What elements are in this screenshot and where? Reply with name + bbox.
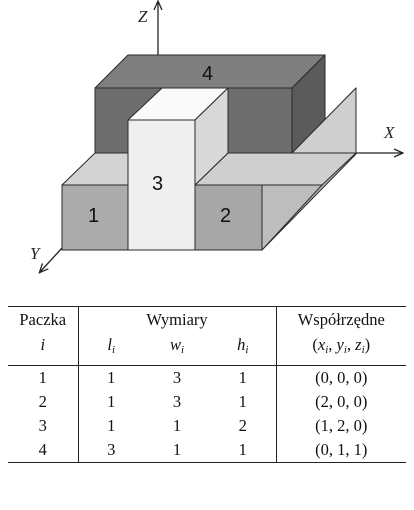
lower-top-right-back <box>291 87 357 154</box>
packing-diagram: Z X Y 4 3 1 2 <box>30 0 414 290</box>
box-1-label: 1 <box>88 205 99 227</box>
box-3-label: 3 <box>152 173 163 195</box>
table-row: 2 1 3 1 (2, 0, 0) <box>8 390 406 414</box>
header-dimensions: Wymiary <box>77 306 276 333</box>
table-row: 1 1 3 1 (0, 0, 0) <box>8 365 406 390</box>
box-2-right-face <box>261 184 323 251</box>
box-2-label: 2 <box>220 205 231 227</box>
packages-table: Paczka Wymiary Współrzędne i li wi hi (x… <box>8 306 406 463</box>
y-axis <box>40 247 63 272</box>
x-axis-label: X <box>383 123 395 142</box>
table-row: 3 1 1 2 (1, 2, 0) <box>8 414 406 438</box>
subheader-i: i <box>40 335 46 354</box>
box-3-front-face <box>127 119 196 251</box>
subheader-h: hi <box>237 334 249 356</box>
header-package: Paczka <box>8 306 78 333</box>
table-header-row: Paczka Wymiary Współrzędne <box>8 306 406 333</box>
header-coordinates: Współrzędne <box>275 306 406 333</box>
table-subheader-row: i li wi hi (xi, yi, zi) <box>8 333 406 366</box>
z-axis-label: Z <box>138 7 148 26</box>
y-axis-label: Y <box>30 244 41 263</box>
table-row: 4 3 1 1 (0, 1, 1) <box>8 438 406 463</box>
subheader-w: wi <box>169 334 185 356</box>
box-4-label: 4 <box>202 63 213 85</box>
subheader-l: li <box>77 333 144 366</box>
subheader-coords: (xi, yi, zi) <box>275 333 406 366</box>
